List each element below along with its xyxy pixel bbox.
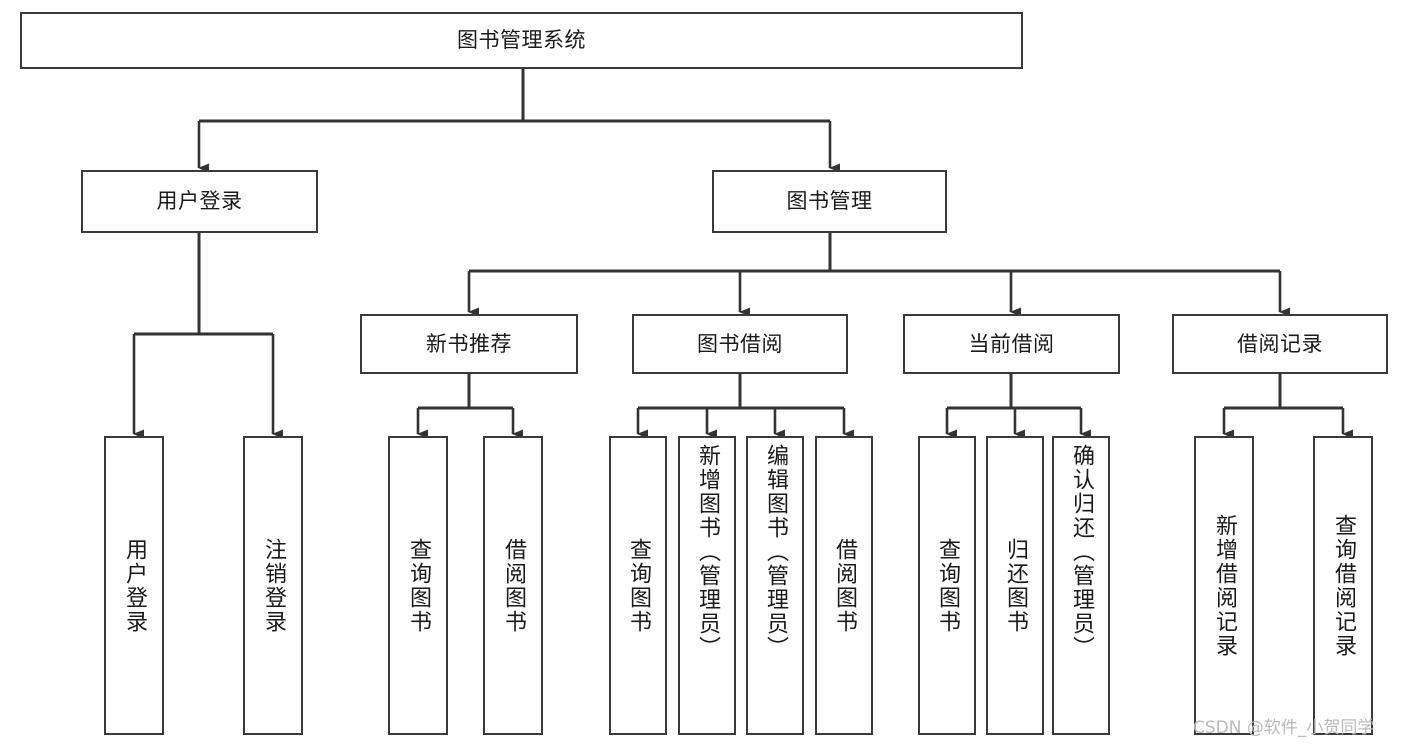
node-level2-book-management[interactable]: 图书管理: [712, 170, 947, 233]
csdn-watermark: CSDN @软件_小贺同学: [1193, 718, 1375, 738]
node-label: 查询借阅记录: [1331, 513, 1356, 658]
node-label: 查询图书: [626, 537, 651, 634]
node-label: 编辑图书（管理员）: [763, 444, 788, 660]
node-leaf-leaf-query-borrow-record[interactable]: 查询借阅记录: [1313, 436, 1373, 735]
node-leaf-leaf-query-book-recommend[interactable]: 查询图书: [388, 436, 448, 735]
node-label: 查询图书: [406, 537, 431, 634]
node-level3-new-book-recommend[interactable]: 新书推荐: [360, 314, 578, 374]
node-leaf-leaf-borrow-book-recommend[interactable]: 借阅图书: [483, 436, 543, 735]
node-level3-current-borrow[interactable]: 当前借阅: [903, 314, 1120, 374]
node-label: 借阅图书: [501, 537, 526, 634]
node-label: 注销登录: [261, 537, 286, 634]
node-leaf-leaf-user-login[interactable]: 用户登录: [104, 436, 164, 735]
node-leaf-leaf-query-book-current[interactable]: 查询图书: [918, 436, 976, 735]
node-label: 查询图书: [935, 537, 960, 634]
node-label: 用户登录: [156, 189, 243, 214]
node-label: 用户登录: [122, 537, 147, 634]
node-leaf-leaf-edit-book-admin[interactable]: 编辑图书（管理员）: [746, 436, 804, 735]
node-level3-book-borrow[interactable]: 图书借阅: [632, 314, 848, 374]
connector-lines: [132, 69, 1353, 439]
node-leaf-leaf-return-book[interactable]: 归还图书: [986, 436, 1044, 735]
node-leaf-leaf-query-book-borrow[interactable]: 查询图书: [609, 436, 667, 735]
node-leaf-leaf-logout-login[interactable]: 注销登录: [243, 436, 303, 735]
node-label: 新增图书（管理员）: [695, 444, 720, 660]
node-label: 图书借阅: [697, 331, 783, 356]
node-root-root[interactable]: 图书管理系统: [20, 12, 1023, 69]
node-label: 新增借阅记录: [1212, 513, 1237, 658]
node-leaf-leaf-confirm-return-admin[interactable]: 确认归还（管理员）: [1052, 436, 1110, 735]
node-leaf-leaf-borrow-book[interactable]: 借阅图书: [815, 436, 873, 735]
node-level3-borrow-records[interactable]: 借阅记录: [1172, 314, 1388, 374]
node-label: 确认归还（管理员）: [1069, 444, 1094, 660]
node-label: 图书管理系统: [457, 28, 586, 53]
node-label: 借阅记录: [1237, 331, 1323, 356]
node-label: 归还图书: [1003, 537, 1028, 634]
node-label: 图书管理: [786, 189, 873, 214]
node-label: 借阅图书: [832, 537, 857, 634]
node-leaf-leaf-add-book-admin[interactable]: 新增图书（管理员）: [678, 436, 736, 735]
node-level2-user-login[interactable]: 用户登录: [81, 170, 318, 233]
node-leaf-leaf-add-borrow-record[interactable]: 新增借阅记录: [1194, 436, 1254, 735]
node-label: 当前借阅: [968, 331, 1055, 356]
node-label: 新书推荐: [426, 331, 512, 356]
